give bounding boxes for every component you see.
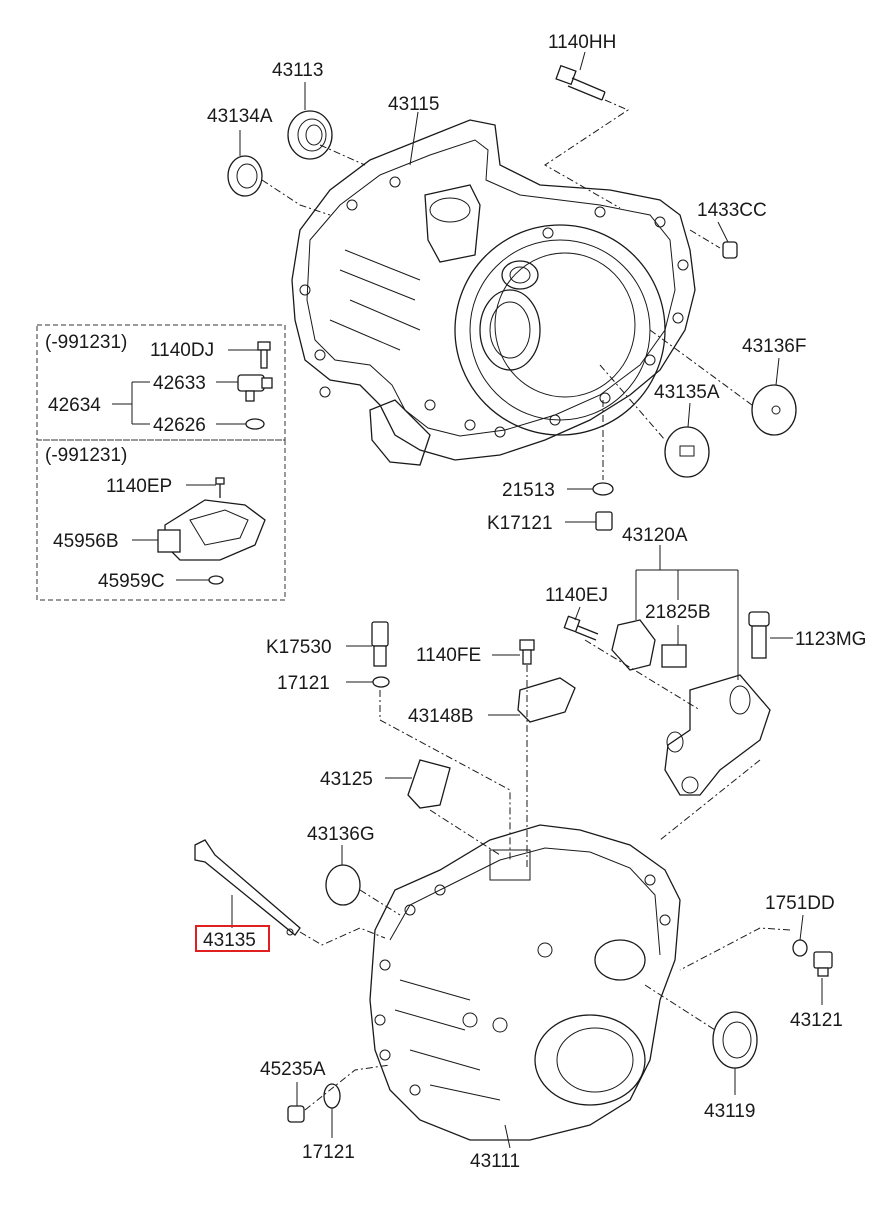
label-21513: 21513 [502,480,555,501]
transaxle-case-43111 [369,824,681,1141]
plate-43120A [611,619,656,671]
assembly-lines [261,99,791,1111]
label-1140EP: 1140EP [106,476,172,497]
label-42634: 42634 [48,395,101,416]
label-45235A: 45235A [260,1059,326,1080]
label-K17121: K17121 [487,513,553,534]
drain-plug-43121 [813,951,833,977]
label-43135A: 43135A [654,382,720,403]
leader-lines [112,51,823,1149]
highlight-box-43135 [195,925,270,952]
oil-seal-43119 [712,1011,758,1069]
cover-43136F [751,384,797,436]
bolt-1140EJ [563,615,599,641]
bracket-43120A [664,674,771,796]
label-1140HH: 1140HH [548,32,616,53]
breather-K17530 [371,621,389,667]
switch-45956B [157,499,266,561]
bolt-1140FE [519,639,535,665]
bushing-21825B [661,644,687,668]
variant-box-1 [36,324,286,441]
o-ring-45959C [208,575,224,585]
label-43115: 43115 [388,94,439,115]
bolt-1140EP [215,477,225,498]
washer-17121-upper [372,676,390,688]
bolt-1140HH [555,64,606,101]
label-42626: 42626 [153,415,206,436]
label-43121: 43121 [790,1010,843,1031]
cover-43136G [325,864,361,906]
plug-45235A [287,1105,305,1123]
transaxle-housing-43115 [291,119,696,466]
label-17121-lower: 17121 [302,1142,355,1163]
oil-seal-43134A [227,155,263,197]
o-ring-42626 [245,418,265,430]
label-43111: 43111 [470,1151,520,1172]
label-1123MG: 1123MG [795,629,866,650]
gasket-1751DD [792,939,808,957]
label-43119: 43119 [704,1101,755,1122]
oil-seal-43113 [287,110,333,160]
label-43148B: 43148B [408,706,474,727]
label-42633: 42633 [153,373,206,394]
label-K17530: K17530 [266,637,332,658]
label-45956B: 45956B [53,531,119,552]
rod-43135 [194,839,301,936]
label-1751DD: 1751DD [765,893,835,914]
bolt-1123MG [748,611,770,659]
variant-box-2 [36,439,286,601]
washer-21513 [592,482,614,496]
cover-43135A [664,426,710,478]
plug-K17121 [595,511,613,531]
bolt-1140DJ [257,341,271,369]
bracket-43148B [517,677,576,723]
dowel-pin-1433CC [722,241,738,259]
part-labels: 1140HH 43113 43134A 43115 1433CC 43136F … [45,32,866,1172]
guide-43125 [407,759,451,809]
label-43136G: 43136G [307,824,375,845]
sensor-42633 [237,374,273,402]
box1-note: (-991231) [45,332,127,353]
label-1140FE: 1140FE [416,645,481,666]
label-17121-upper: 17121 [277,673,330,694]
label-43113: 43113 [272,60,323,81]
label-43120A: 43120A [622,525,688,546]
label-43125: 43125 [320,769,373,790]
label-1140EJ: 1140EJ [545,585,608,606]
label-43135: 43135 [203,930,256,951]
washer-17121-lower [323,1083,341,1109]
label-43134A: 43134A [207,106,273,127]
label-43136F: 43136F [742,336,806,357]
label-45959C: 45959C [98,571,165,592]
label-1433CC: 1433CC [697,200,767,221]
box2-note: (-991231) [45,445,127,466]
label-1140DJ: 1140DJ [150,340,214,361]
label-21825B: 21825B [645,602,711,623]
